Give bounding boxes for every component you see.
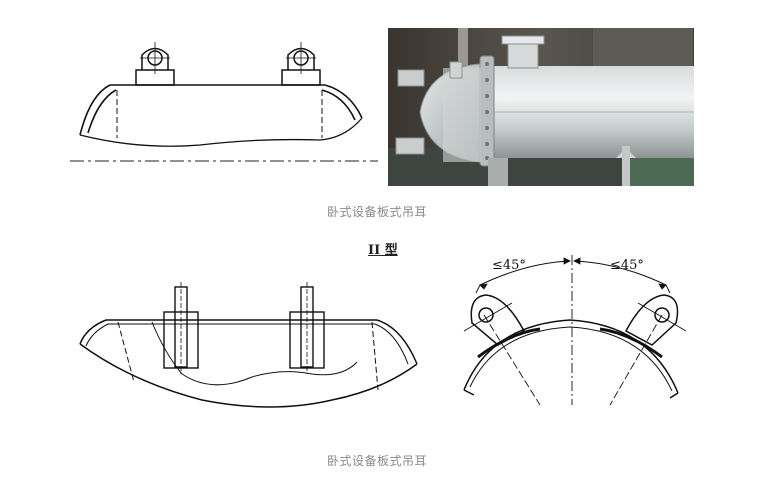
angle-label-right: ≤45° xyxy=(610,258,644,273)
figure2-caption: 卧式设备板式吊耳 xyxy=(327,454,428,468)
figure2-side-view xyxy=(72,282,422,412)
lifting-lug-right xyxy=(281,42,321,86)
figure1-drawing xyxy=(60,30,380,170)
plate-lug-left xyxy=(163,282,199,374)
lifting-lug-left xyxy=(135,42,175,86)
heat-exchanger-photo xyxy=(388,28,694,186)
angle-label-left: ≤45° xyxy=(492,258,526,273)
plate-lug-right xyxy=(289,282,325,374)
figure1-caption: 卧式设备板式吊耳 xyxy=(327,205,428,219)
figure2-end-view: ≤45° ≤45° xyxy=(450,245,705,410)
type-label: II 型 xyxy=(368,243,398,258)
